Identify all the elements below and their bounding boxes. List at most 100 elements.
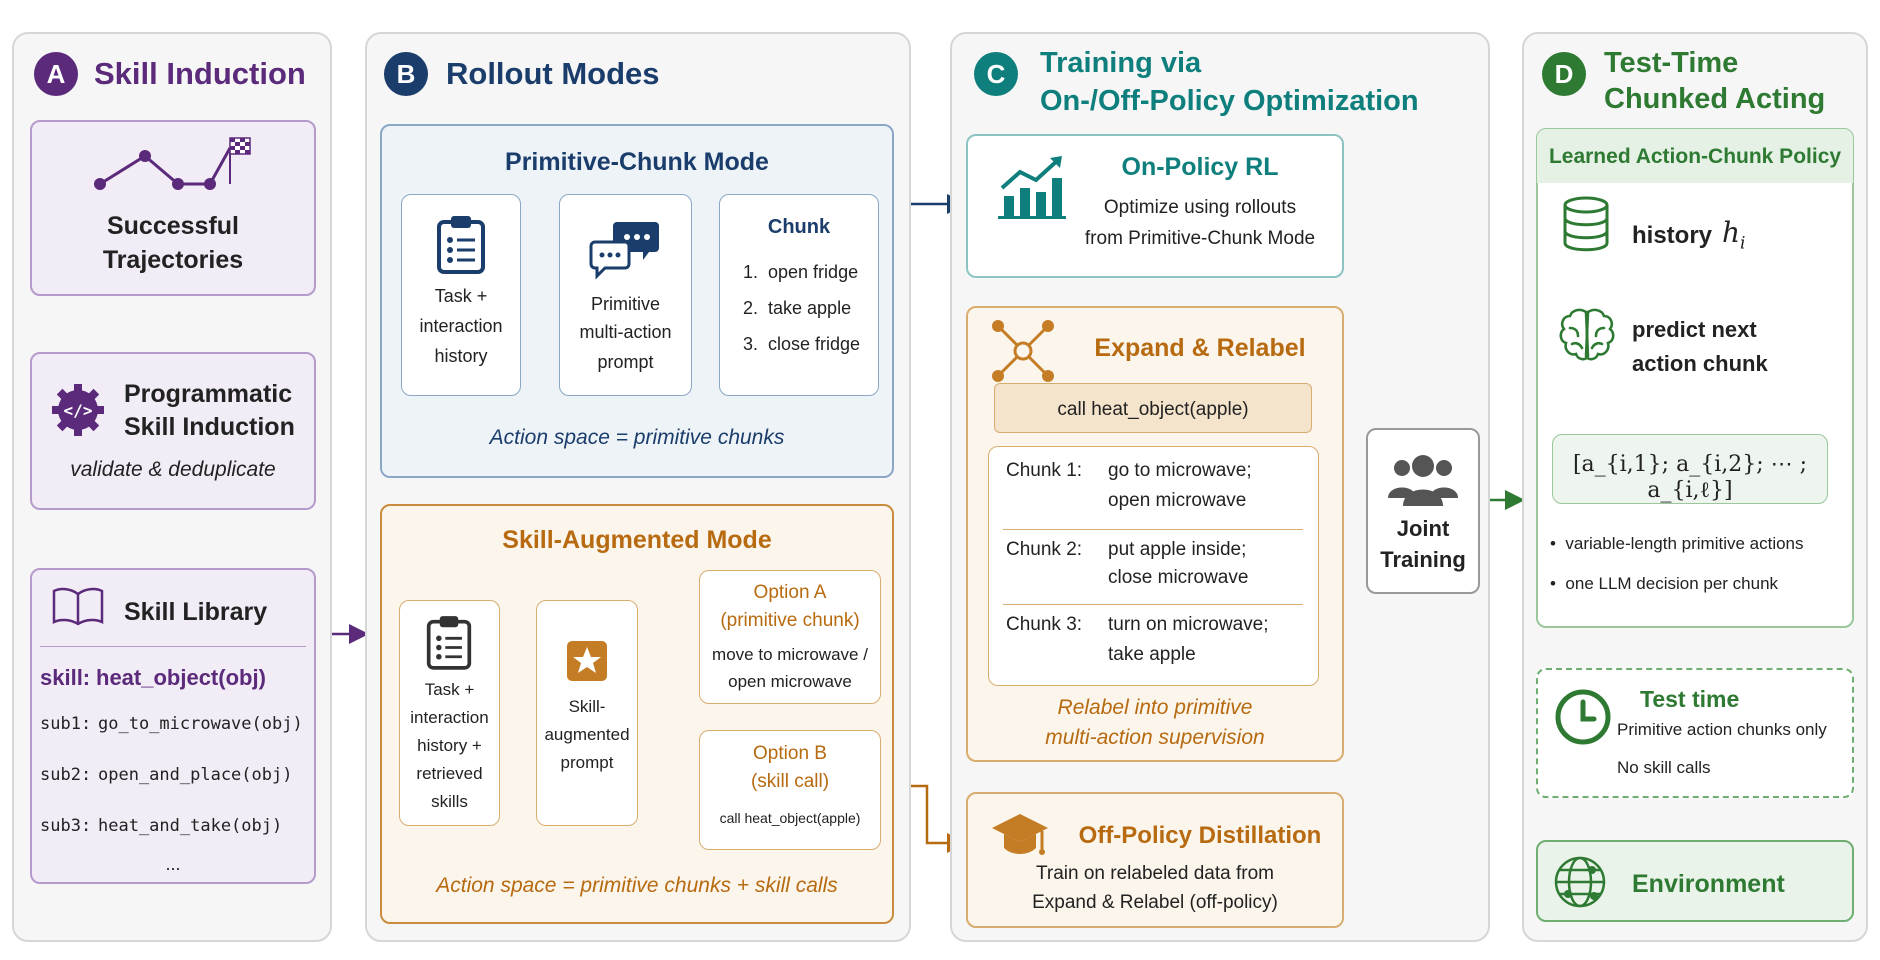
primitive-prompt-l3: prompt [597,352,654,372]
off-policy-line2: Expand & Relabel (off-policy) [1032,892,1278,913]
skill-task-l3: history + [417,736,482,755]
sub3-val: heat_and_take(obj) [98,816,283,836]
on-policy-title: On-Policy RL [1121,153,1279,181]
predict-label-2: action chunk [1632,351,1768,376]
chunk-box [719,194,879,396]
option-b-subtitle: (skill call) [750,771,830,792]
panel-a-title: Skill Induction [94,56,306,91]
expand-call-label: call heat_object(apple) [1057,399,1249,420]
chunk-title: Chunk [767,216,831,238]
primitive-task-l2: interaction [419,316,503,336]
skill-task-l1: Task + [424,680,475,699]
trajectories-label-2: Trajectories [102,246,244,274]
sub1-val: go_to_microwave(obj) [98,714,303,734]
sub1-key: sub1: [40,714,92,734]
history-label: history [1632,222,1713,249]
chunk-item-2: 2. take apple [743,298,852,318]
option-a-subtitle: (primitive chunk) [720,610,860,631]
policy-bullet-2-text: one LLM decision per chunk [1565,574,1779,593]
expand-footer-1: Relabel into primitive [1057,696,1253,719]
chunk2-key: Chunk 2: [1006,539,1083,560]
panel-c-badge: C [974,52,1018,96]
expand-relabel-title: Expand & Relabel [1094,334,1306,362]
expand-chunks-box [988,446,1319,686]
brain-icon [1559,308,1615,361]
primitive-task-l3: history [434,346,488,366]
people-icon [1388,455,1458,506]
test-time-box [1536,668,1854,798]
off-policy-title: Off-Policy Distillation [1078,822,1322,849]
on-policy-line2: from Primitive-Chunk Mode [1084,228,1316,249]
primitive-prompt-l2: multi-action [579,322,672,342]
skill-name: heat_object(obj) [96,665,266,690]
option-b-box [699,730,881,850]
chat-icon [589,222,659,280]
clipboard-icon [437,216,485,274]
gear-code-icon: </> [52,384,104,436]
clock-icon [1555,689,1611,745]
sub-ellipsis: ... [165,854,181,874]
policy-bullet-1: • variable-length primitive actions [1550,534,1804,554]
panel-b-title: Rollout Modes [446,56,660,91]
chart-growth-icon [998,156,1066,219]
skill-prompt-box [536,600,638,826]
formula-text: [a_{i,1}; a_{i,2}; ⋯ ; a_{i,ℓ}] [1572,452,1808,503]
panel-a-badge: A [34,52,78,96]
chunk1-b: open microwave [1108,490,1247,511]
bullet-dot: • [1550,534,1566,553]
skill-prompt-l1: Skill- [568,697,606,716]
chunk1-key: Chunk 1: [1006,460,1083,481]
trajectories-label-1: Successful [106,212,239,240]
chunk-item-3: 3. close fridge [743,334,861,354]
expand-call-box [994,383,1312,433]
primitive-chunk-title: Primitive-Chunk Mode [505,148,769,176]
test-time-line2: No skill calls [1617,758,1711,777]
predict-label-1: predict next [1632,317,1757,342]
learned-policy-header [1537,129,1853,183]
on-policy-line1: Optimize using rollouts [1103,197,1297,218]
environment-title: Environment [1632,870,1785,898]
history-h: h [1722,216,1741,249]
programmatic-label-1: Programmatic [124,380,293,408]
chunk2-b: close microwave [1108,567,1249,588]
skill-augmented-title: Skill-Augmented Mode [502,526,772,554]
network-icon [992,320,1054,382]
trajectories-box [30,120,316,296]
expand-footer-2: multi-action supervision [1045,726,1265,749]
primitive-prompt-l1: Primitive [590,294,660,314]
option-a-line1: move to microwave / [712,645,868,664]
panel-d-title-2: Chunked Acting [1604,83,1826,115]
skill-prompt-l2: augmented [544,725,630,744]
globe-icon [1554,856,1606,908]
policy-bullet-1-text: variable-length primitive actions [1565,534,1804,553]
chunk-item-1: 1. open fridge [743,262,859,282]
primitive-footer: Action space = primitive chunks [489,426,785,449]
panel-d-badge: D [1542,52,1586,96]
sub2-val: open_and_place(obj) [98,765,293,785]
bullet-dot: • [1550,574,1566,593]
chunk-divider-2 [1003,604,1303,605]
chunk3-b: take apple [1108,644,1196,665]
chunk2-a: put apple inside; [1108,539,1247,560]
programmatic-label-2: Skill Induction [124,413,295,441]
book-icon [52,587,104,626]
joint-training-l1: Joint [1396,516,1450,541]
chunk3-a: turn on microwave; [1108,614,1269,635]
chunk3-key: Chunk 3: [1006,614,1083,635]
sub3-key: sub3: [40,816,92,836]
option-a-box [699,570,881,704]
primitive-task-l1: Task + [434,286,488,306]
learned-policy-title: Learned Action-Chunk Policy [1548,145,1842,168]
option-a-line2: open microwave [728,672,852,691]
joint-training-l2: Training [1380,547,1466,572]
skill-task-l5: skills [431,792,468,811]
trajectory-flag-icon [94,137,251,190]
history-h-sub: i [1740,233,1746,254]
skill-library-divider [40,646,306,647]
panel-b-badge: B [384,52,428,96]
chunk1-a: go to microwave; [1108,460,1252,481]
programmatic-sub: validate & deduplicate [70,458,276,481]
off-policy-line1: Train on relabeled data from [1036,863,1274,884]
action-chunk-formula-box [1552,434,1828,504]
skill-task-l4: retrieved [416,764,483,783]
